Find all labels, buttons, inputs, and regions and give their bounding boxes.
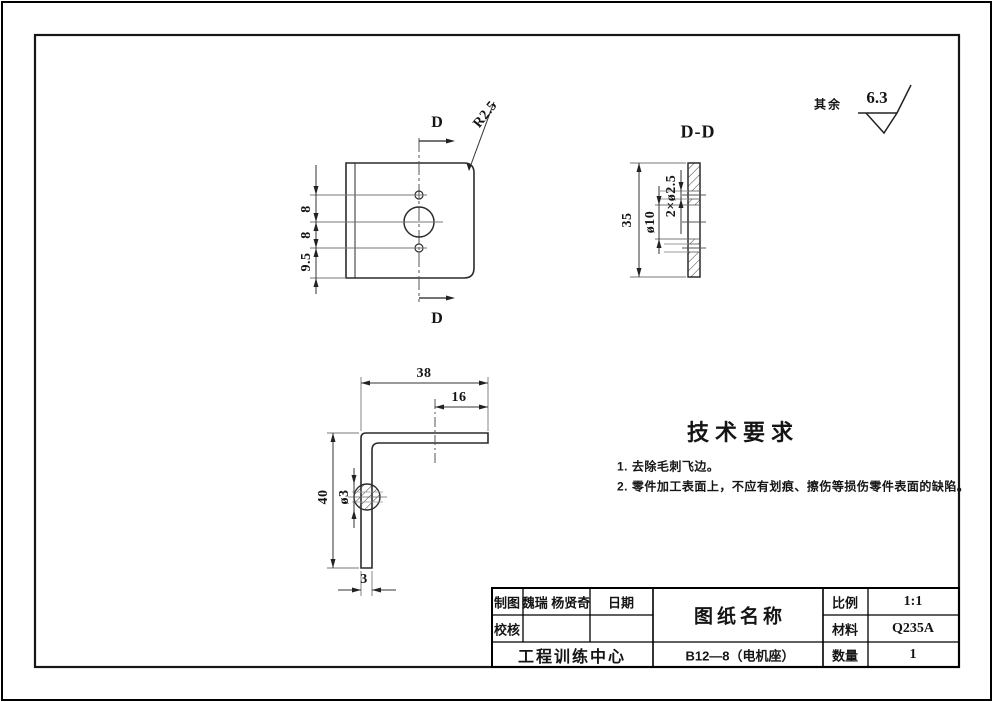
dim-label-thickness: 3 — [360, 572, 368, 587]
roughness-prefix-label: 其余 — [813, 97, 843, 112]
dim-label-height: 40 — [316, 489, 331, 505]
roughness-symbol — [858, 84, 912, 135]
dim-label-section-height: 35 — [620, 212, 635, 228]
dim-label-seg1: 8 — [299, 205, 314, 213]
titleblock-scale-value: 1:1 — [903, 594, 923, 609]
titleblock-drafted-label: 制图 — [493, 595, 521, 611]
dim-label-small-holes: 2×ø2.5 — [664, 174, 679, 218]
dim-label-center-hole: ø10 — [643, 210, 658, 234]
titleblock-date-label: 日期 — [607, 595, 635, 611]
dim-label-hole-offset: 16 — [451, 390, 467, 405]
tech-requirement-note-1: 1. 去除毛刺飞边。 — [617, 459, 720, 474]
section-title: D-D — [680, 121, 716, 142]
roughness-value: 6.3 — [866, 88, 888, 107]
dim-label-width: 38 — [416, 366, 432, 381]
titleblock-checked-label: 校核 — [493, 622, 521, 638]
front-view-linework — [310, 101, 495, 302]
titleblock-part-name: B12—8（电机座） — [685, 648, 795, 664]
cut-plane-label-top: D — [431, 114, 443, 131]
titleblock-material-value: Q235A — [892, 621, 934, 636]
dim-label-hole: ø3 — [337, 489, 352, 505]
titleblock-material-label: 材料 — [831, 622, 859, 638]
dim-label-seg3: 9.5 — [299, 252, 314, 272]
dim-label-seg2: 8 — [299, 231, 314, 239]
section-view-linework — [630, 162, 706, 278]
titleblock-sheet-name-label: 图纸名称 — [693, 606, 787, 628]
tech-requirement-note-2: 2. 零件加工表面上，不应有划痕、擦伤等损伤零件表面的缺陷。 — [617, 479, 970, 494]
side-view-linework — [327, 377, 489, 596]
titleblock-qty-label: 数量 — [831, 648, 859, 664]
title-block-grid — [491, 587, 960, 668]
tech-requirements-title: 技术要求 — [686, 420, 800, 445]
titleblock-drafted-by: 魏瑞 杨贤奇 — [521, 595, 591, 611]
cut-plane-label-bottom: D — [431, 310, 443, 327]
titleblock-organization: 工程训练中心 — [517, 649, 627, 666]
titleblock-scale-label: 比例 — [831, 595, 859, 611]
titleblock-qty-value: 1 — [909, 647, 917, 662]
